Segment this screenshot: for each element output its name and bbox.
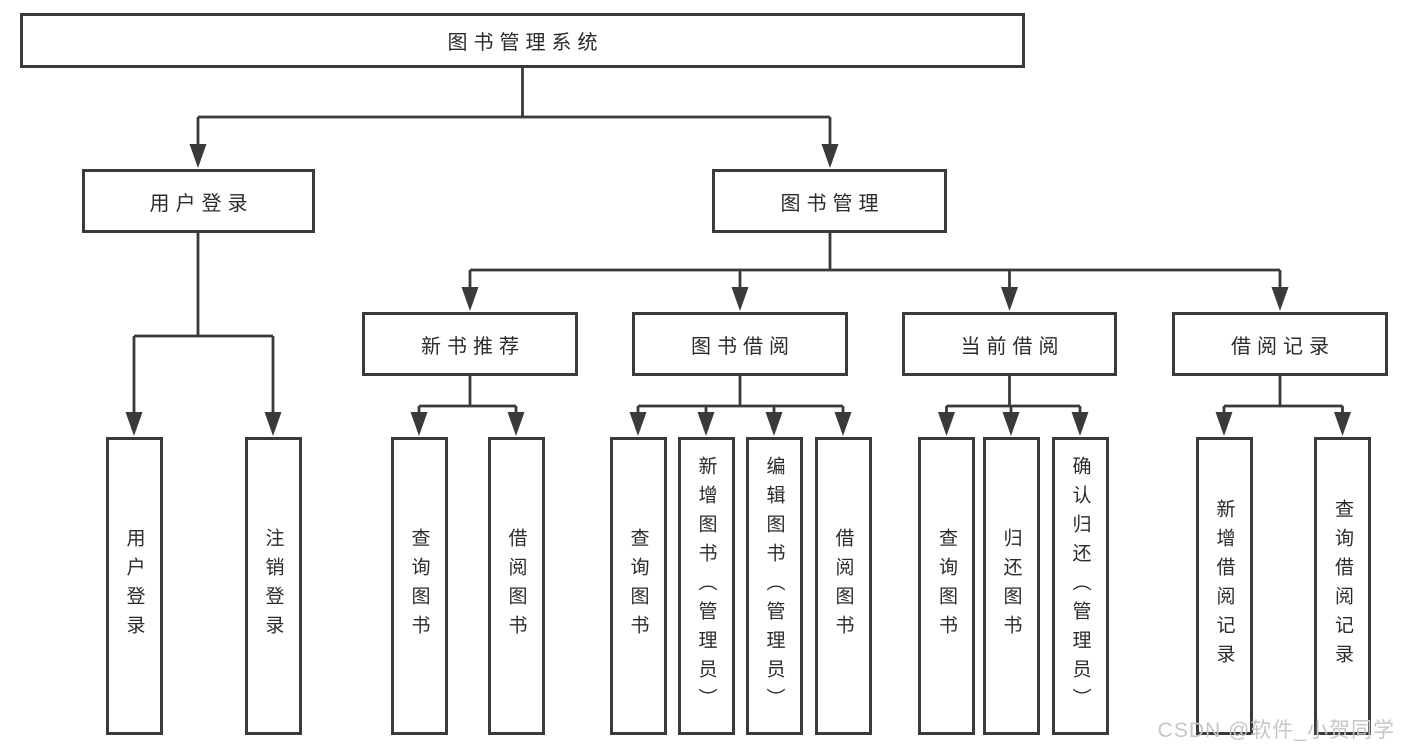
arrow-down-icon	[1071, 412, 1089, 436]
arrow-down-icon	[264, 412, 282, 436]
node-book-management: 图书管理	[712, 169, 947, 233]
arrow-down-icon	[461, 287, 479, 311]
arrow-down-icon	[125, 412, 143, 436]
leaf-edit-book-admin: 编辑图书（管理员）	[745, 437, 803, 735]
arrow-down-icon	[834, 412, 852, 436]
node-library-management-system: 图书管理系统	[20, 13, 1025, 68]
arrow-down-icon	[821, 144, 839, 168]
arrow-down-icon	[410, 412, 428, 436]
arrowheads	[125, 144, 1351, 436]
arrow-down-icon	[938, 412, 955, 436]
node-borrow-records: 借阅记录	[1172, 312, 1388, 376]
leaf-query-books-borrow: 查询图书	[609, 437, 667, 735]
leaf-add-borrow-record: 新增借阅记录	[1195, 437, 1253, 735]
arrow-down-icon	[629, 412, 647, 436]
leaf-borrow-books: 借阅图书	[814, 437, 872, 735]
arrow-down-icon	[1002, 412, 1020, 436]
leaf-query-borrow-record: 查询借阅记录	[1314, 437, 1371, 735]
arrow-down-icon	[189, 144, 207, 168]
arrow-down-icon	[507, 412, 525, 436]
leaf-query-books-current: 查询图书	[918, 437, 975, 735]
leaf-user-login: 用户登录	[105, 437, 163, 735]
arrow-down-icon	[765, 412, 783, 436]
arrow-down-icon	[1215, 412, 1233, 436]
arrow-down-icon	[1001, 287, 1018, 311]
arrow-down-icon	[731, 287, 749, 311]
leaf-borrow-books-recommend: 借阅图书	[487, 437, 545, 735]
arrow-down-icon	[1271, 287, 1289, 311]
leaf-query-books-recommend: 查询图书	[390, 437, 448, 735]
node-new-book-recommend: 新书推荐	[362, 312, 578, 376]
node-user-login: 用户登录	[82, 169, 315, 233]
arrow-down-icon	[1334, 412, 1351, 436]
leaf-return-book: 归还图书	[982, 437, 1040, 735]
node-book-borrow: 图书借阅	[632, 312, 848, 376]
leaf-logout: 注销登录	[244, 437, 302, 735]
leaf-add-book-admin: 新增图书（管理员）	[677, 437, 735, 735]
leaf-confirm-return-admin: 确认归还（管理员）	[1051, 437, 1109, 735]
csdn-watermark: CSDN @软件_小贺同学	[1157, 719, 1395, 742]
node-current-borrow: 当前借阅	[902, 312, 1117, 376]
arrow-down-icon	[697, 412, 715, 436]
